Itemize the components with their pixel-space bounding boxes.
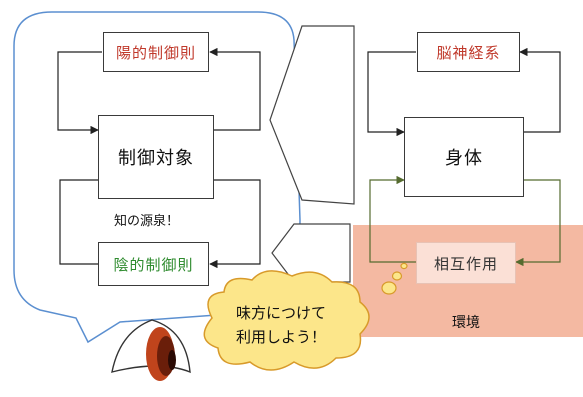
controlled-object-box: 制御対象 — [98, 115, 214, 199]
environment-label: 環境 — [452, 315, 480, 331]
input-funnel-shape — [269, 25, 355, 205]
implicit-control-law-label: 陰的制御則 — [113, 255, 194, 274]
knowledge-source-label: 知の源泉！ — [114, 214, 180, 229]
implicit-control-law-box: 陰的制御則 — [98, 242, 209, 286]
brain-nervous-system-box: 脳神経系 — [417, 32, 520, 72]
small-arrow-shape — [271, 223, 351, 283]
brain-nervous-system-label: 脳神経系 — [436, 43, 501, 62]
interaction-box: 相互作用 — [416, 242, 516, 284]
body-box: 身体 — [404, 117, 524, 197]
cloud-text-line2: 利用しよう！ — [236, 328, 327, 346]
explicit-control-law-box: 陽的制御則 — [103, 32, 209, 72]
explicit-control-law-label: 陽的制御則 — [115, 43, 196, 62]
cloud-text-line1: 味方につけて — [236, 304, 327, 322]
right-connectors — [367, 47, 561, 267]
thought-cloud — [203, 262, 408, 371]
controlled-object-label: 制御対象 — [118, 148, 194, 169]
interaction-label: 相互作用 — [433, 254, 498, 273]
eye-icon — [111, 319, 191, 381]
speech-bubble — [13, 11, 301, 344]
body-label: 身体 — [445, 148, 483, 169]
left-connectors — [57, 47, 261, 269]
